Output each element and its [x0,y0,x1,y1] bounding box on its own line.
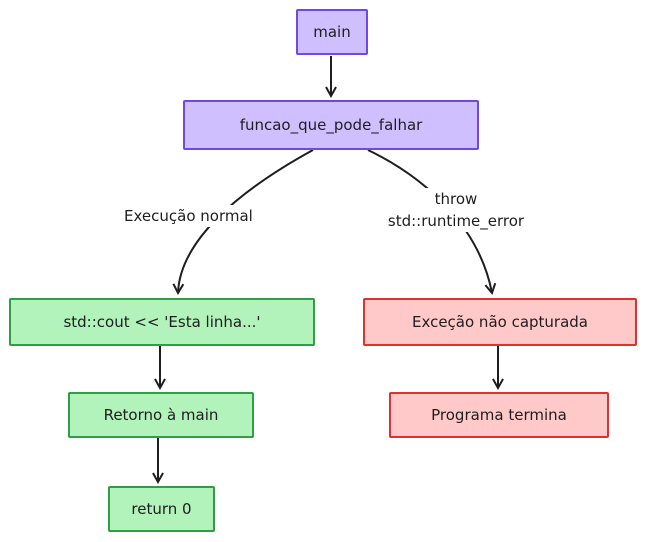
node-return-0: return 0 [108,486,215,532]
node-excecao-nao-capturada: Exceção não capturada [363,298,637,346]
node-programa-termina: Programa termina [389,392,609,438]
edge-label-throw-line1: throw [434,190,478,208]
edge-label-throw: throw std::runtime_error [368,188,544,232]
node-cout-label: std::cout << 'Esta linha...' [63,313,261,331]
node-termina-label: Programa termina [431,406,567,424]
node-main: main [296,9,368,55]
node-excecao-label: Exceção não capturada [411,313,588,331]
node-return0-label: return 0 [131,500,192,518]
edge-label-execucao-normal: Execução normal [124,205,253,227]
node-retorno-a-main: Retorno à main [68,392,254,438]
edge-label-throw-line2: std::runtime_error [387,212,525,230]
node-std-cout: std::cout << 'Esta linha...' [9,298,315,346]
node-funcao-label: funcao_que_pode_falhar [239,116,423,134]
node-main-label: main [313,23,351,41]
node-retorno-label: Retorno à main [103,406,219,424]
node-funcao-que-pode-falhar: funcao_que_pode_falhar [183,100,479,150]
